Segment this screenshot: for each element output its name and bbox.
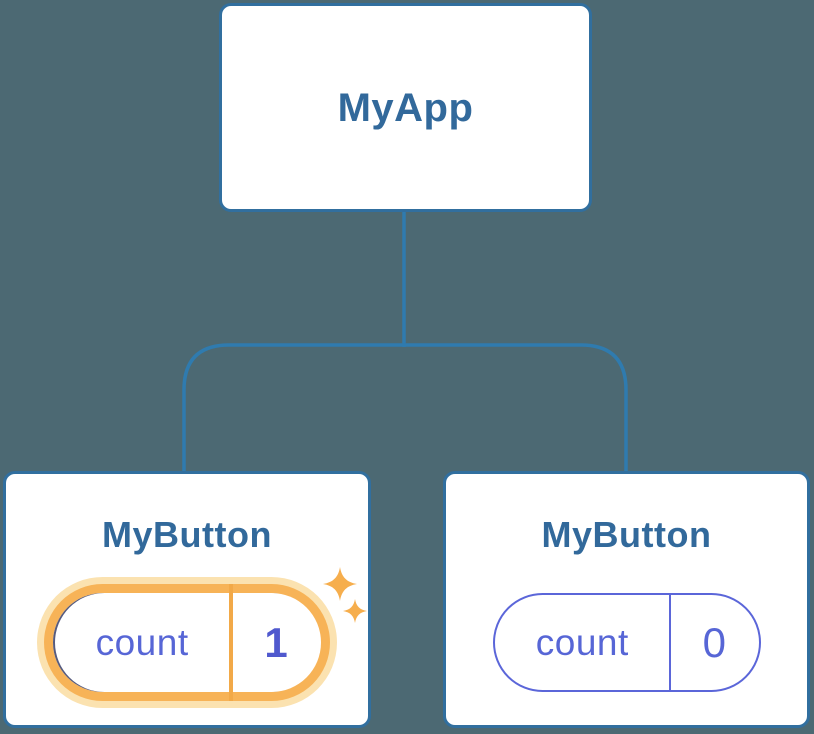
state-value-cell: 1 [231, 593, 321, 692]
state-key-label: count [535, 621, 629, 663]
state-value-label: 0 [702, 618, 726, 666]
state-pill-highlighted: count 1 [53, 584, 321, 701]
state-key-cell: count [495, 595, 671, 690]
node-title: MyButton [541, 514, 712, 555]
tree-node-mybutton-1: MyButton count 1 [3, 471, 371, 728]
state-key-cell: count [53, 593, 231, 692]
tree-node-mybutton-2: MyButton count 0 [443, 471, 810, 728]
state-pill: count 0 [492, 593, 761, 692]
sparkle-small-icon [343, 599, 367, 623]
pill-divider [229, 584, 234, 701]
pill-divider [669, 595, 672, 690]
node-title: MyButton [102, 514, 272, 555]
state-value-cell: 0 [670, 595, 758, 690]
state-key-label: count [95, 621, 189, 663]
state-value-label: 1 [264, 618, 288, 666]
tree-node-myapp: MyApp [219, 3, 592, 212]
node-title: MyApp [337, 85, 474, 130]
sparkle-large-icon [323, 567, 357, 601]
